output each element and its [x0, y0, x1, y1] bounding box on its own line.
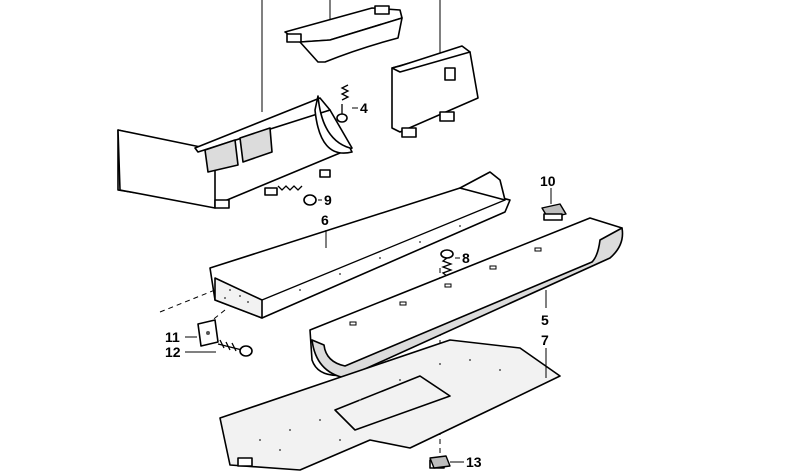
callout-8: 8	[462, 250, 470, 266]
trim-panel	[391, 45, 479, 138]
sill-trim-6	[209, 171, 511, 319]
bolt-13	[217, 339, 253, 357]
clip-10	[541, 203, 567, 221]
callout-4: 4	[360, 100, 368, 116]
callout-7: 7	[541, 332, 549, 348]
screw-4	[336, 84, 350, 123]
callout-9: 13	[466, 454, 482, 470]
clip-9	[429, 455, 451, 469]
upper-bracket	[284, 5, 403, 63]
foam-insulation-7	[219, 339, 561, 471]
screw-11	[277, 185, 317, 206]
screw-8	[440, 249, 454, 277]
callout-12: 11	[165, 329, 180, 345]
callout-10: 10	[540, 173, 556, 189]
callout-13: 12	[165, 344, 181, 360]
center-console-front	[117, 95, 353, 209]
callout-6: 6	[321, 212, 329, 228]
rocker-panel-5	[309, 217, 624, 379]
callout-11: 9	[324, 192, 332, 208]
callout-5: 5	[541, 312, 549, 328]
bracket-12	[197, 319, 219, 347]
